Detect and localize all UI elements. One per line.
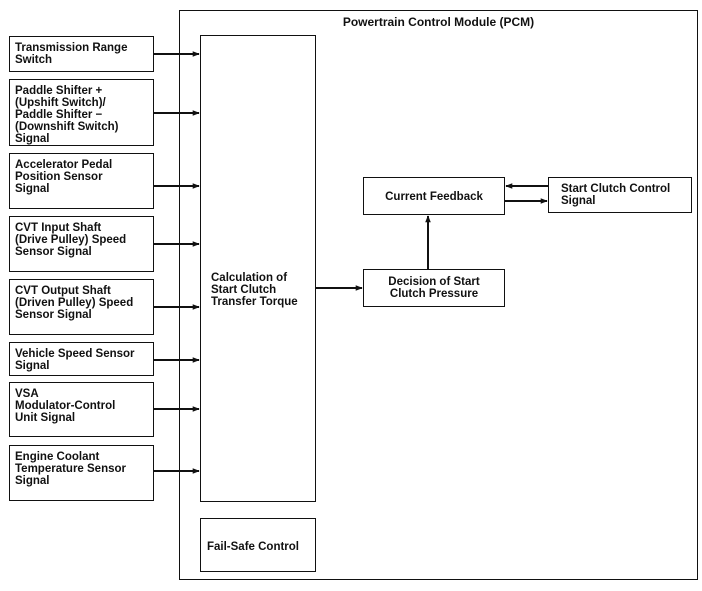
input-label: CVT Input Shaft (Drive Pulley) Speed Sen… [15, 222, 127, 258]
failsafe-block: Fail-Safe Control [200, 518, 316, 572]
input-vsa-modulator-control-unit: VSA Modulator-Control Unit Signal [9, 382, 154, 437]
input-accelerator-pedal-position-sensor: Accelerator Pedal Position Sensor Signal [9, 153, 154, 209]
input-cvt-output-shaft-speed-sensor: CVT Output Shaft (Driven Pulley) Speed S… [9, 279, 154, 335]
output-label: Start Clutch Control Signal [561, 183, 671, 207]
input-label: Transmission Range Switch [15, 42, 128, 66]
input-engine-coolant-temperature-sensor: Engine Coolant Temperature Sensor Signal [9, 445, 154, 501]
input-vehicle-speed-sensor: Vehicle Speed Sensor Signal [9, 342, 154, 376]
input-transmission-range-switch: Transmission Range Switch [9, 36, 154, 72]
input-label: Vehicle Speed Sensor Signal [15, 348, 135, 372]
input-label: Paddle Shifter + (Upshift Switch)/ Paddl… [15, 85, 119, 145]
input-paddle-shifter-signal: Paddle Shifter + (Upshift Switch)/ Paddl… [9, 79, 154, 146]
decision-label: Decision of Start Clutch Pressure [388, 276, 480, 300]
input-label: CVT Output Shaft (Driven Pulley) Speed S… [15, 285, 134, 321]
start-clutch-control-signal-box: Start Clutch Control Signal [548, 177, 692, 213]
input-label: Accelerator Pedal Position Sensor Signal [15, 159, 113, 195]
input-label: VSA Modulator-Control Unit Signal [15, 388, 116, 424]
current-feedback-label: Current Feedback [385, 191, 483, 203]
failsafe-label: Fail-Safe Control [207, 541, 300, 553]
pcm-title: Powertrain Control Module (PCM) [342, 15, 535, 29]
input-label: Engine Coolant Temperature Sensor Signal [15, 451, 126, 487]
current-feedback-block: Current Feedback [363, 177, 505, 215]
calculation-block: Calculation of Start Clutch Transfer Tor… [200, 35, 316, 502]
decision-block: Decision of Start Clutch Pressure [363, 269, 505, 307]
calculation-label: Calculation of Start Clutch Transfer Tor… [211, 272, 298, 308]
input-cvt-input-shaft-speed-sensor: CVT Input Shaft (Drive Pulley) Speed Sen… [9, 216, 154, 272]
